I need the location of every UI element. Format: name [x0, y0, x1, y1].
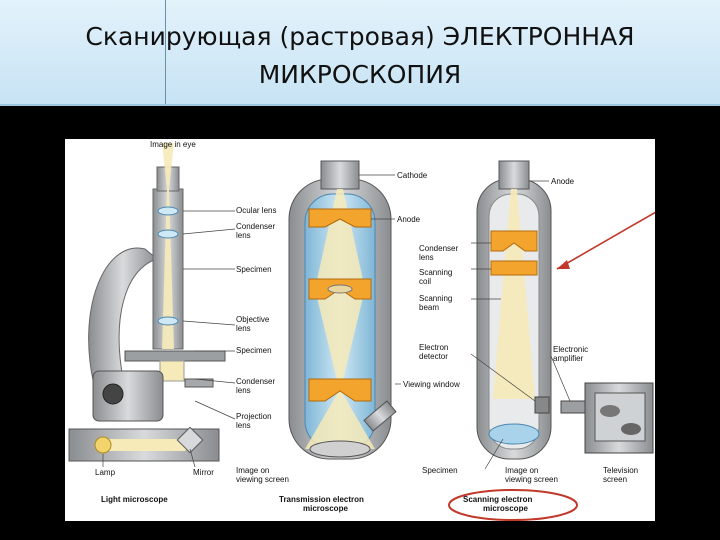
label-projection-a: Projection: [236, 412, 272, 421]
label-anode-tem: Anode: [397, 215, 421, 224]
label-electron-detector-b: detector: [419, 352, 448, 361]
label-image-on-screen-b: viewing screen: [236, 475, 289, 484]
label-scanning-coil-a: Scanning: [419, 268, 452, 277]
label-condenser-lens-a: Condenser: [236, 222, 275, 231]
label-electronic-amplifier-b: amplifier: [553, 354, 584, 363]
lamp-bulb: [94, 436, 112, 454]
objective-lens-shape: [157, 316, 179, 326]
ocular-lens-shape: [157, 206, 179, 216]
label-sem-condenser-a: Condenser: [419, 244, 458, 253]
sem-scanning-coil: [490, 260, 538, 276]
figure-svg: Image in eye Ocular lens Condenser lens …: [68, 140, 676, 521]
label-specimen-3: Specimen: [422, 466, 458, 475]
sem-amplifier: [560, 400, 588, 414]
caption-light-microscope: Light microscope: [101, 495, 168, 504]
tem-beam-upper: [315, 189, 365, 289]
caption-sem-a: Scanning electron: [463, 495, 532, 504]
label-sem-condenser-b: lens: [419, 253, 434, 262]
label-image-on-screen2-a: Image on: [505, 466, 538, 475]
label-scanning-coil-b: coil: [419, 277, 431, 286]
label-scanning-beam-a: Scanning: [419, 294, 452, 303]
tem-viewing-window: [363, 400, 397, 432]
tem-viewing-screen: [309, 440, 371, 458]
slide-title-line-1: Сканирующая (растровая) ЭЛЕКТРОННАЯ: [85, 22, 635, 51]
sem-caption-highlight-ellipse: [448, 489, 578, 521]
label-cathode: Cathode: [397, 171, 428, 180]
tem-cathode-housing: [320, 160, 360, 190]
tv-blob-2: [621, 423, 641, 435]
label-television-a: Television: [603, 466, 638, 475]
caption-sem-b: microscope: [483, 504, 528, 513]
label-image-on-screen-a: Image on: [236, 466, 269, 475]
light-microscope-diagram: [68, 143, 236, 468]
focus-body: [92, 370, 164, 422]
stage-clip: [184, 378, 214, 388]
annotation-arrowhead: [557, 260, 570, 269]
title-banner: Сканирующая (растровая) ЭЛЕКТРОННАЯ МИКР…: [0, 0, 720, 106]
stage: [124, 350, 226, 362]
label-mirror: Mirror: [193, 468, 214, 477]
title-divider: [165, 0, 166, 104]
condenser-lens-shape: [157, 229, 179, 239]
label-condenser2-a: Condenser: [236, 377, 275, 386]
sem-cathode-housing: [498, 160, 530, 190]
focus-knob: [102, 383, 124, 405]
lamp-beam: [105, 439, 195, 451]
tem-diagram: [288, 160, 401, 460]
sem-tv-screen: [594, 392, 646, 442]
annotation-arrow-line: [556, 200, 676, 270]
slide-title-line-2: МИКРОСКОПИЯ: [258, 60, 462, 89]
label-projection-b: lens: [236, 421, 251, 430]
sem-scanning-beam: [493, 189, 535, 399]
label-image-in-eye: Image in eye: [150, 140, 196, 149]
label-specimen-1: Specimen: [236, 265, 272, 274]
sem-electron-detector: [534, 396, 550, 414]
sem-condenser-lens: [490, 230, 538, 252]
label-specimen-2: Specimen: [236, 346, 272, 355]
tem-beam-lower: [315, 289, 365, 389]
microscope-arm: [88, 247, 159, 390]
microscope-comparison-figure: Image in eye Ocular lens Condenser lens …: [65, 139, 676, 521]
label-ocular-lens: Ocular lens: [236, 206, 276, 215]
sem-specimen-chamber: [488, 423, 540, 445]
label-objective-lens-a: Objective: [236, 315, 270, 324]
mirror-shape: [176, 426, 204, 454]
label-anode-sem: Anode: [551, 177, 575, 186]
tem-condenser-lens: [308, 208, 372, 228]
caption-tem-a: Transmission electron: [279, 495, 364, 504]
label-objective-lens-b: lens: [236, 324, 251, 333]
sem-diagram: [470, 160, 654, 470]
label-electron-detector-a: Electron: [419, 343, 448, 352]
tv-blob-1: [600, 405, 620, 417]
label-electronic-amplifier-a: Electronic: [553, 345, 588, 354]
label-scanning-beam-b: beam: [419, 303, 439, 312]
tem-projection-lens: [308, 378, 372, 402]
label-condenser-lens-b: lens: [236, 231, 251, 240]
label-image-on-screen2-b: viewing screen: [505, 475, 558, 484]
label-lamp: Lamp: [95, 468, 116, 477]
caption-tem-b: microscope: [303, 504, 348, 513]
label-television-b: screen: [603, 475, 627, 484]
label-viewing-window: Viewing window: [403, 380, 460, 389]
label-condenser2-b: lens: [236, 386, 251, 395]
tem-beam-projection: [305, 389, 375, 449]
tem-specimen: [327, 284, 353, 294]
light-path: [162, 143, 174, 349]
condenser-housing: [159, 360, 185, 382]
